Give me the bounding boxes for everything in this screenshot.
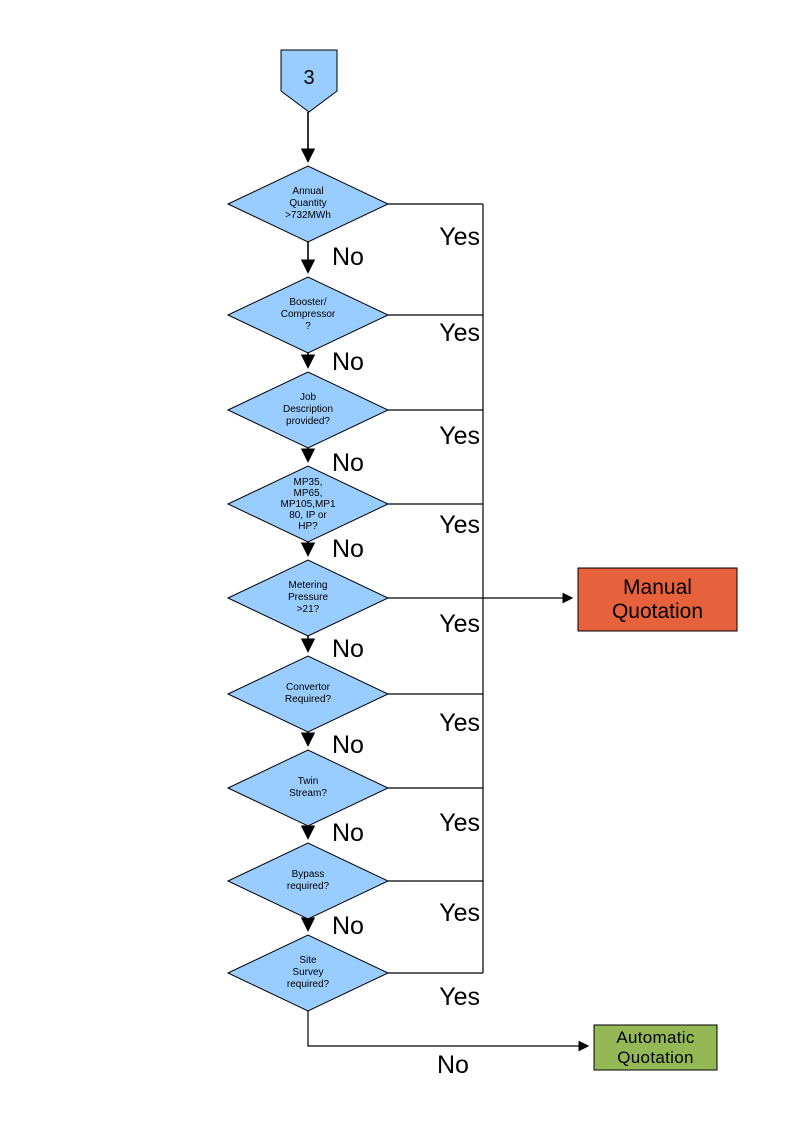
decision-meter-type [226, 465, 390, 543]
no-branch-label-1: No [332, 243, 364, 271]
decision-convertor-required-label: Convertor Required? [284, 682, 332, 705]
no-branch-label-2: No [332, 348, 364, 376]
decision-site-survey [226, 934, 390, 1012]
decision-meter-type-label: MP35, MP65, MP105,MP1 80, IP or HP? [280, 476, 336, 532]
offpage-connector-label: 3 [303, 66, 315, 89]
yes-branch-label-8: Yes [439, 899, 480, 927]
yes-branch-label-7: Yes [439, 809, 480, 837]
no-branch-label-8: No [332, 912, 364, 940]
outcome-manual-quotation-box [577, 567, 738, 632]
outcome-manual-quotation-label: Manual Quotation [611, 575, 704, 623]
decision-convertor-required [226, 655, 390, 733]
yes-branch-label-1: Yes [439, 223, 480, 251]
decision-metering-pressure [226, 559, 390, 637]
no-branch-label-4: No [332, 535, 364, 563]
yes-branch-label-6: Yes [439, 709, 480, 737]
offpage-connector-shape [280, 49, 338, 113]
yes-branch-label-3: Yes [439, 422, 480, 450]
decision-twin-stream [226, 749, 390, 827]
no-branch-label-5: No [332, 635, 364, 663]
decision-job-description-label: Job Description provided? [282, 392, 334, 427]
decision-booster-compressor-label: Booster/ Compressor ? [280, 297, 336, 332]
no-branch-label-6: No [332, 731, 364, 759]
decision-site-survey-label: Site Survey required? [286, 955, 330, 990]
decision-bypass-required-label: Bypass required? [286, 869, 330, 892]
no-branch-label-7: No [332, 819, 364, 847]
decision-twin-stream-label: Twin Stream? [289, 776, 327, 799]
decision-annual-quantity-label: Annual Quantity >732MWh [285, 186, 331, 221]
yes-branch-label-5: Yes [439, 610, 480, 638]
decision-job-description [226, 371, 390, 449]
automatic-quotation-arrow [307, 1011, 590, 1052]
yes-branch-label-9: Yes [439, 983, 480, 1011]
decision-bypass-required [226, 842, 390, 920]
decision-booster-compressor [226, 276, 390, 354]
decision-metering-pressure-label: Metering Pressure >21? [287, 580, 328, 615]
outcome-automatic-quotation-box [593, 1024, 718, 1071]
decision-annual-quantity [226, 165, 390, 243]
yes-branch-label-4: Yes [439, 511, 480, 539]
no-branch-label-9: No [437, 1051, 469, 1079]
outcome-automatic-quotation-label: Automatic Quotation [616, 1027, 695, 1067]
no-branch-label-3: No [332, 449, 364, 477]
yes-branch-label-2: Yes [439, 319, 480, 347]
